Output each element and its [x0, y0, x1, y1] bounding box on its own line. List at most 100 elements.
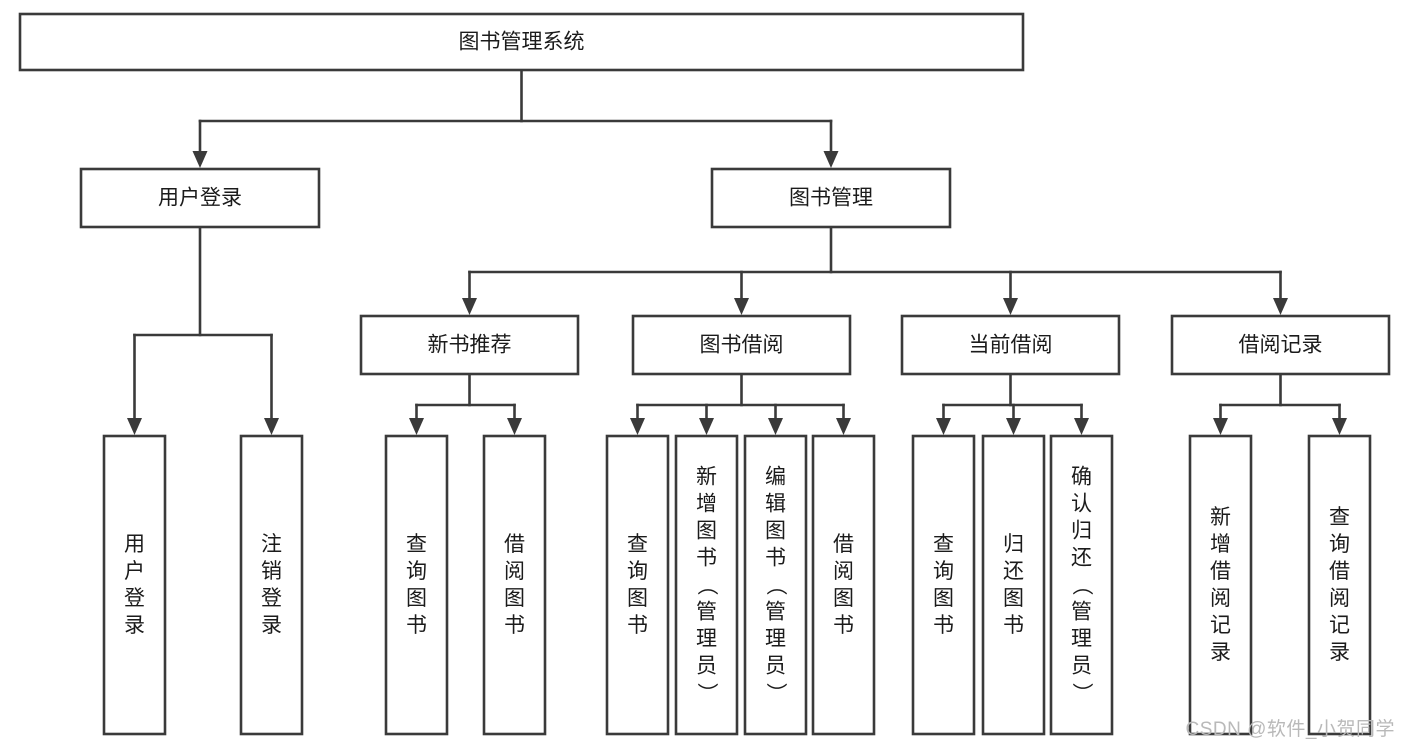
- node-leaf-confirm-return-char: 还: [1071, 547, 1092, 570]
- arrow-head-icon: [462, 298, 477, 315]
- node-leaf-user-logout-char: 销: [261, 560, 282, 583]
- node-leaf-confirm-return-char: 理: [1071, 628, 1092, 651]
- node-leaf-borrow-book-2-char: 图: [833, 587, 854, 610]
- node-leaf-query-record-char: 询: [1329, 533, 1350, 556]
- node-book-borrow-box[interactable]: [631, 314, 852, 376]
- node-leaf-user-login-char: 登: [124, 587, 145, 610]
- node-leaf-user-login-char: 用: [124, 533, 145, 556]
- node-leaf-confirm-return-char: 员: [1071, 655, 1092, 678]
- node-leaf-add-record-char: 录: [1210, 641, 1231, 664]
- node-leaf-query-book-1-char: 书: [406, 614, 427, 637]
- node-leaf-edit-book-char: ）: [764, 683, 787, 704]
- node-leaf-confirm-return-box[interactable]: [1049, 434, 1114, 736]
- arrow-head-icon: [823, 151, 839, 168]
- node-leaf-user-login-box[interactable]: [102, 434, 167, 736]
- connector-layer: [127, 68, 1347, 435]
- node-leaf-query-book-2-char: 查: [627, 533, 648, 556]
- node-book-borrow-label: 图书借阅: [700, 334, 784, 357]
- node-book-manage-label: 图书管理: [789, 187, 873, 210]
- node-leaf-add-book-char: 书: [696, 547, 717, 570]
- node-book-manage-box[interactable]: [710, 167, 952, 229]
- node-leaf-return-book-box[interactable]: [981, 434, 1046, 736]
- node-leaf-borrow-book-2-box[interactable]: [811, 434, 876, 736]
- node-leaf-add-book-box[interactable]: [674, 434, 739, 736]
- arrow-head-icon: [507, 418, 522, 435]
- node-leaf-query-book-3-char: 查: [933, 533, 954, 556]
- node-book-manage[interactable]: 图书管理: [710, 167, 952, 229]
- node-current-borrow-box[interactable]: [900, 314, 1121, 376]
- node-leaf-query-book-2-box[interactable]: [605, 434, 670, 736]
- arrow-head-icon: [409, 418, 424, 435]
- node-user-login-label: 用户登录: [158, 187, 242, 210]
- node-new-book-rec-box[interactable]: [359, 314, 580, 376]
- node-leaf-borrow-book-1-box[interactable]: [482, 434, 547, 736]
- node-user-login-box[interactable]: [79, 167, 321, 229]
- node-leaf-add-book-char: 员: [696, 655, 717, 678]
- arrow-head-icon: [1006, 418, 1021, 435]
- node-leaf-user-logout-box[interactable]: [239, 434, 304, 736]
- node-book-borrow[interactable]: 图书借阅: [631, 314, 852, 376]
- node-leaf-query-book-3-char: 图: [933, 587, 954, 610]
- node-leaf-confirm-return-char: （: [1070, 575, 1093, 596]
- node-leaf-add-book-char: 理: [696, 628, 717, 651]
- node-leaf-query-book-1-char: 询: [406, 560, 427, 583]
- node-layer: 图书管理系统用户登录图书管理新书推荐图书借阅当前借阅借阅记录用户登录注销登录查询…: [18, 12, 1391, 736]
- node-leaf-user-logout-char: 登: [261, 587, 282, 610]
- node-leaf-confirm-return-char: 认: [1071, 493, 1092, 516]
- node-new-book-rec[interactable]: 新书推荐: [359, 314, 580, 376]
- node-leaf-query-book-1-char: 查: [406, 533, 427, 556]
- node-borrow-record[interactable]: 借阅记录: [1170, 314, 1391, 376]
- node-leaf-borrow-book-1-char: 图: [504, 587, 525, 610]
- arrow-head-icon: [734, 298, 749, 315]
- node-leaf-query-record-char: 借: [1329, 560, 1350, 583]
- node-leaf-confirm-return-char: 管: [1071, 601, 1092, 624]
- node-leaf-user-login-char: 录: [124, 614, 145, 637]
- node-leaf-borrow-book-2-char: 书: [833, 614, 854, 637]
- node-root-box[interactable]: [18, 12, 1025, 72]
- node-leaf-add-book-char: 新: [696, 466, 717, 489]
- node-leaf-confirm-return-char: 确: [1071, 466, 1092, 489]
- node-leaf-edit-book-char: 辑: [765, 493, 786, 516]
- node-user-login[interactable]: 用户登录: [79, 167, 321, 229]
- arrow-head-icon: [836, 418, 851, 435]
- node-leaf-query-book-2-char: 询: [627, 560, 648, 583]
- node-leaf-add-record-box[interactable]: [1188, 434, 1253, 736]
- arrow-head-icon: [192, 151, 208, 168]
- node-leaf-query-record-box[interactable]: [1307, 434, 1372, 736]
- arrow-head-icon: [1332, 418, 1347, 435]
- node-leaf-query-book-3-char: 书: [933, 614, 954, 637]
- node-current-borrow-label: 当前借阅: [969, 334, 1053, 357]
- node-leaf-user-login-char: 户: [124, 560, 145, 583]
- arrow-head-icon: [1213, 418, 1228, 435]
- arrow-head-icon: [699, 418, 714, 435]
- node-leaf-borrow-book-1-char: 阅: [504, 560, 525, 583]
- node-leaf-query-record-char: 录: [1329, 641, 1350, 664]
- node-leaf-query-book-1-box[interactable]: [384, 434, 449, 736]
- node-leaf-add-book-char: （: [695, 575, 718, 596]
- node-leaf-user-login[interactable]: 用户登录: [102, 434, 167, 736]
- node-root[interactable]: 图书管理系统: [18, 12, 1025, 72]
- node-leaf-edit-book-char: 图: [765, 520, 786, 543]
- node-borrow-record-box[interactable]: [1170, 314, 1391, 376]
- node-leaf-edit-book-char: 员: [765, 655, 786, 678]
- node-leaf-query-book-3-char: 询: [933, 560, 954, 583]
- node-leaf-add-book-char: ）: [695, 683, 718, 704]
- node-leaf-query-book-3-box[interactable]: [911, 434, 976, 736]
- watermark-label: CSDN @软件_小贺同学: [1185, 719, 1395, 740]
- node-leaf-user-logout-char: 注: [261, 533, 282, 556]
- node-current-borrow[interactable]: 当前借阅: [900, 314, 1121, 376]
- node-borrow-record-label: 借阅记录: [1239, 334, 1323, 357]
- node-leaf-edit-book-box[interactable]: [743, 434, 808, 736]
